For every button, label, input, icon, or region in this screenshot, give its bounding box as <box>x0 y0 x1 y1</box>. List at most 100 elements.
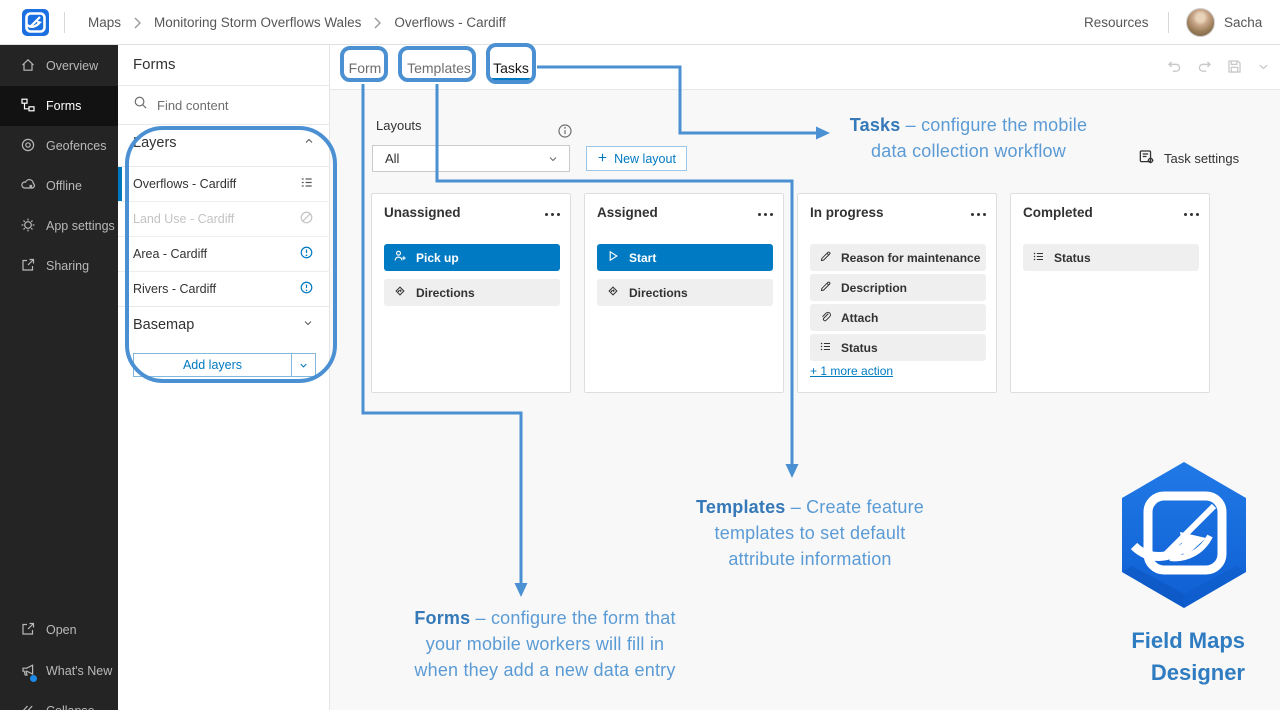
tab-form[interactable]: Form <box>348 59 382 76</box>
topbar-divider <box>64 12 65 33</box>
task-button-label: Reason for maintenance <box>841 250 981 265</box>
info-icon[interactable] <box>557 123 573 144</box>
tasks-annotation-bold: Tasks <box>849 115 901 135</box>
chevron-down-icon[interactable] <box>1256 58 1271 75</box>
undo-icon[interactable] <box>1166 58 1183 75</box>
field-list-icon[interactable] <box>299 175 314 193</box>
task-button-label: Directions <box>416 285 475 300</box>
layer-label: Area - Cardiff <box>133 247 208 261</box>
sidebar-item-forms[interactable]: Forms <box>0 86 118 126</box>
ellipsis-menu-icon[interactable] <box>971 209 986 216</box>
launch-icon <box>20 621 36 640</box>
task-button-pick-up[interactable]: Pick up <box>384 244 560 271</box>
task-settings-button[interactable]: Task settings <box>1138 148 1239 168</box>
sidebar-item-overview[interactable]: Overview <box>0 46 118 86</box>
sidebar-item-collapse[interactable]: Collapse <box>0 691 118 710</box>
breadcrumb-maps[interactable]: Maps <box>88 15 122 30</box>
forms-annotation-bold: Forms <box>414 608 471 628</box>
task-settings-label: Task settings <box>1164 150 1240 166</box>
task-button-label: Pick up <box>416 250 459 265</box>
warning-circle-icon[interactable] <box>299 280 314 298</box>
column-assigned: Assigned Start Directions <box>584 193 784 393</box>
brand-name: Field Maps Designer <box>1020 625 1245 689</box>
layouts-label: Layouts <box>376 118 422 133</box>
gear-icon <box>20 217 36 236</box>
column-completed: Completed Status <box>1010 193 1210 393</box>
selected-layer-indicator <box>118 167 122 202</box>
task-button-description[interactable]: Description <box>810 274 986 301</box>
task-button-start[interactable]: Start <box>597 244 773 271</box>
chevron-down-icon <box>302 317 314 333</box>
play-icon <box>606 249 620 266</box>
column-title: Completed <box>1023 205 1093 220</box>
sidebar-item-geofences[interactable]: Geofences <box>0 126 118 166</box>
task-button-reason-for-maintenance[interactable]: Reason for maintenance <box>810 244 986 271</box>
search-input[interactable] <box>157 97 297 113</box>
layer-row-overflows-cardiff[interactable]: Overflows - Cardiff <box>118 166 330 202</box>
task-button-label: Start <box>629 250 657 265</box>
new-layout-button[interactable]: New layout <box>586 146 687 171</box>
sidebar-item-whats-new[interactable]: What's New <box>0 651 118 691</box>
task-button-attach[interactable]: Attach <box>810 304 986 331</box>
more-actions-link[interactable]: + 1 more action <box>810 364 894 378</box>
forms-panel: Forms Layers Overflows - Cardiff Land Us… <box>118 45 330 710</box>
layer-row-area-cardiff[interactable]: Area - Cardiff <box>118 236 330 271</box>
share-icon <box>20 257 36 276</box>
user-name[interactable]: Sacha <box>1224 15 1263 30</box>
layouts-select[interactable]: All <box>372 145 570 172</box>
breadcrumb: Maps Monitoring Storm Overflows Wales Ov… <box>88 0 506 45</box>
directions-icon <box>606 284 620 301</box>
add-layers-label: Add layers <box>182 358 243 372</box>
basemap-section-header[interactable]: Basemap <box>118 306 330 342</box>
main-tab-bar: Form Templates Tasks <box>330 45 1280 90</box>
active-tab-underline <box>492 78 530 80</box>
avatar[interactable] <box>1186 8 1215 37</box>
task-button-directions[interactable]: Directions <box>597 279 773 306</box>
task-button-label: Directions <box>629 285 688 300</box>
task-button-label: Description <box>841 280 908 295</box>
layer-row-land-use-cardiff[interactable]: Land Use - Cardiff <box>118 201 330 236</box>
sidebar-item-open[interactable]: Open <box>0 610 118 650</box>
column-in-progress: In progress Reason for maintenance Descr… <box>797 193 997 393</box>
no-edit-icon <box>299 210 314 228</box>
task-button-status[interactable]: Status <box>810 334 986 361</box>
plus-icon <box>597 152 608 166</box>
sidebar-item-label: Overview <box>46 59 99 73</box>
paperclip-icon <box>819 310 832 326</box>
tab-templates[interactable]: Templates <box>407 59 471 76</box>
task-button-status[interactable]: Status <box>1023 244 1199 271</box>
column-title: Assigned <box>597 205 658 220</box>
sidebar-item-label: Sharing <box>46 259 90 273</box>
sidebar-item-app-settings[interactable]: App settings <box>0 206 118 246</box>
save-icon[interactable] <box>1226 58 1243 75</box>
layers-section-header[interactable]: Layers <box>133 135 315 151</box>
tab-tasks[interactable]: Tasks <box>493 59 529 76</box>
sidebar-item-label: Collapse <box>46 704 95 710</box>
task-settings-icon <box>1138 148 1155 168</box>
collapse-icon <box>20 702 36 710</box>
sidebar-item-offline[interactable]: Offline <box>0 166 118 206</box>
person-add-icon <box>393 249 407 266</box>
chevron-down-icon[interactable] <box>291 354 315 376</box>
divider <box>118 124 330 125</box>
resources-link[interactable]: Resources <box>1084 15 1149 30</box>
list-icon <box>1032 250 1045 266</box>
redo-icon[interactable] <box>1196 58 1213 75</box>
task-button-label: Status <box>1054 250 1091 265</box>
layer-row-rivers-cardiff[interactable]: Rivers - Cardiff <box>118 271 330 306</box>
ellipsis-menu-icon[interactable] <box>1184 209 1199 216</box>
field-maps-logo-icon[interactable] <box>22 9 49 36</box>
chevron-down-icon <box>547 153 559 165</box>
task-button-directions[interactable]: Directions <box>384 279 560 306</box>
ellipsis-menu-icon[interactable] <box>545 209 560 216</box>
add-layers-button[interactable]: Add layers <box>133 353 316 377</box>
sidebar-item-sharing[interactable]: Sharing <box>0 246 118 286</box>
breadcrumb-map-name[interactable]: Monitoring Storm Overflows Wales <box>154 15 362 30</box>
ellipsis-menu-icon[interactable] <box>758 209 773 216</box>
warning-circle-icon[interactable] <box>299 245 314 263</box>
layer-label: Overflows - Cardiff <box>133 177 237 191</box>
templates-annotation: Templates – Create feature templates to … <box>696 497 924 569</box>
templates-annotation-bold: Templates <box>696 497 786 517</box>
field-maps-hexagon-logo <box>1122 462 1246 613</box>
